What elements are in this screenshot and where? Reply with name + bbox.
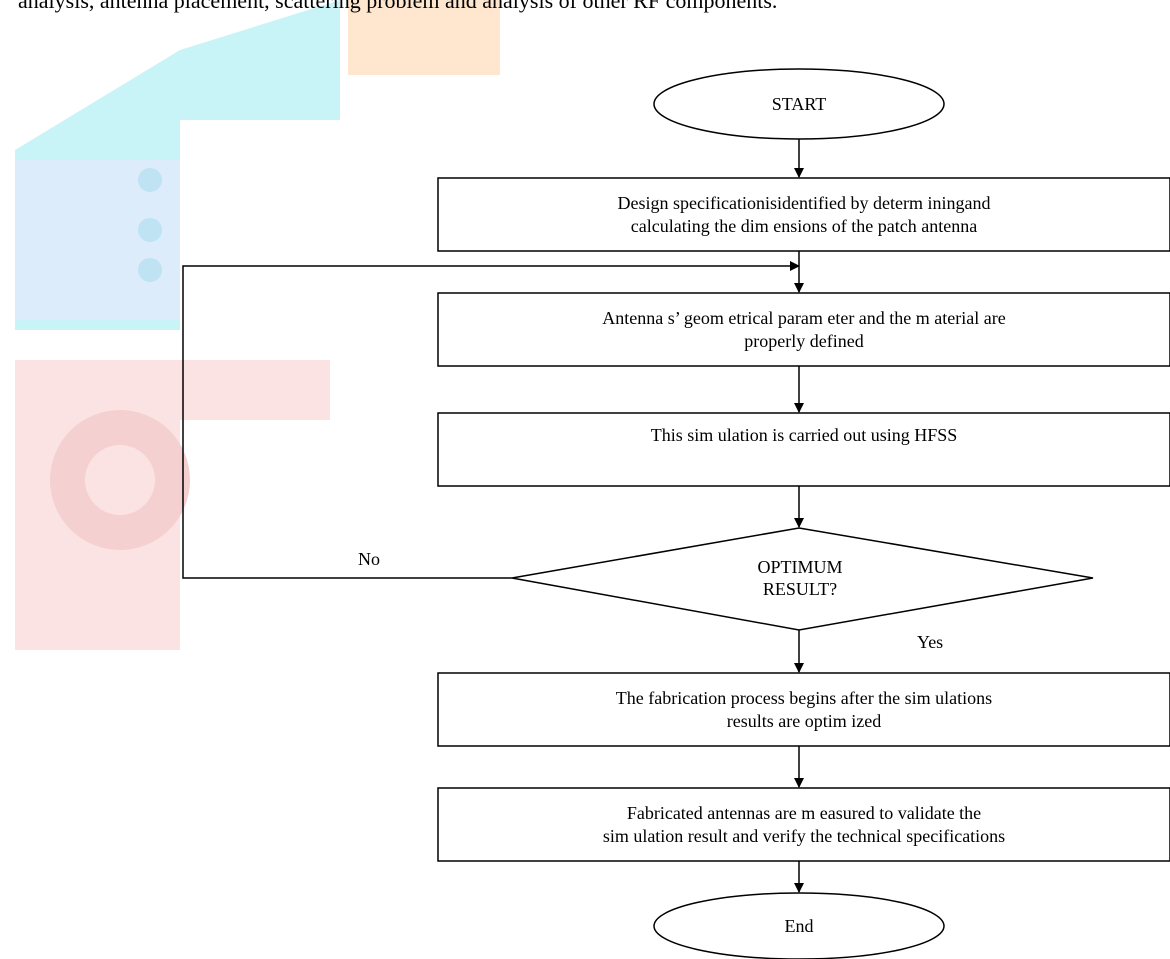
arrow-no-loop bbox=[182, 261, 800, 579]
step5-box bbox=[437, 787, 1170, 862]
intro-text: analysis, antenna placement, scattering … bbox=[18, 0, 778, 13]
step4-label: The fabrication process begins after the… bbox=[440, 675, 1168, 744]
watermark-dot-icon bbox=[138, 168, 162, 192]
step3-line-1: This sim ulation is carried out using HF… bbox=[650, 424, 958, 445]
step3-box bbox=[437, 412, 1170, 487]
step5-line-2: sim ulation result and verify the techni… bbox=[602, 825, 1006, 846]
yes-label: Yes bbox=[917, 632, 944, 652]
step5-line-1: Fabricated antennas are m easured to val… bbox=[626, 803, 982, 823]
end-label: End bbox=[784, 915, 814, 936]
step5-label: Fabricated antennas are m easured to val… bbox=[440, 790, 1168, 859]
step4-line-2: results are optim ized bbox=[726, 710, 882, 731]
step3-label: This sim ulation is carried out using HF… bbox=[440, 415, 1168, 455]
no-label: No bbox=[358, 549, 380, 569]
start-label: START bbox=[771, 93, 827, 114]
step1-label: Design specificationisidentified by dete… bbox=[440, 180, 1168, 249]
step1-box bbox=[437, 177, 1170, 252]
step2-line-2: properly defined bbox=[744, 330, 864, 351]
step4-line-1: The fabrication process begins after the… bbox=[615, 688, 993, 708]
step1-line-1: Design specificationisidentified by dete… bbox=[617, 193, 991, 213]
watermark-orange-shape bbox=[348, 0, 500, 75]
decision-line-1: OPTIMUM bbox=[757, 556, 843, 577]
step1-line-2: calculating the dim ensions of the patch… bbox=[630, 215, 978, 236]
step2-line-1: Antenna s’ geom etrical param eter and t… bbox=[602, 308, 1006, 328]
watermark-blue-shape bbox=[15, 160, 180, 320]
step2-box bbox=[437, 292, 1170, 367]
end-terminal bbox=[653, 892, 945, 959]
step4-box bbox=[437, 672, 1170, 747]
decision-label: OPTIMUM RESULT? bbox=[700, 553, 900, 603]
step2-label: Antenna s’ geom etrical param eter and t… bbox=[440, 295, 1168, 364]
decision-line-2: RESULT? bbox=[762, 579, 838, 599]
